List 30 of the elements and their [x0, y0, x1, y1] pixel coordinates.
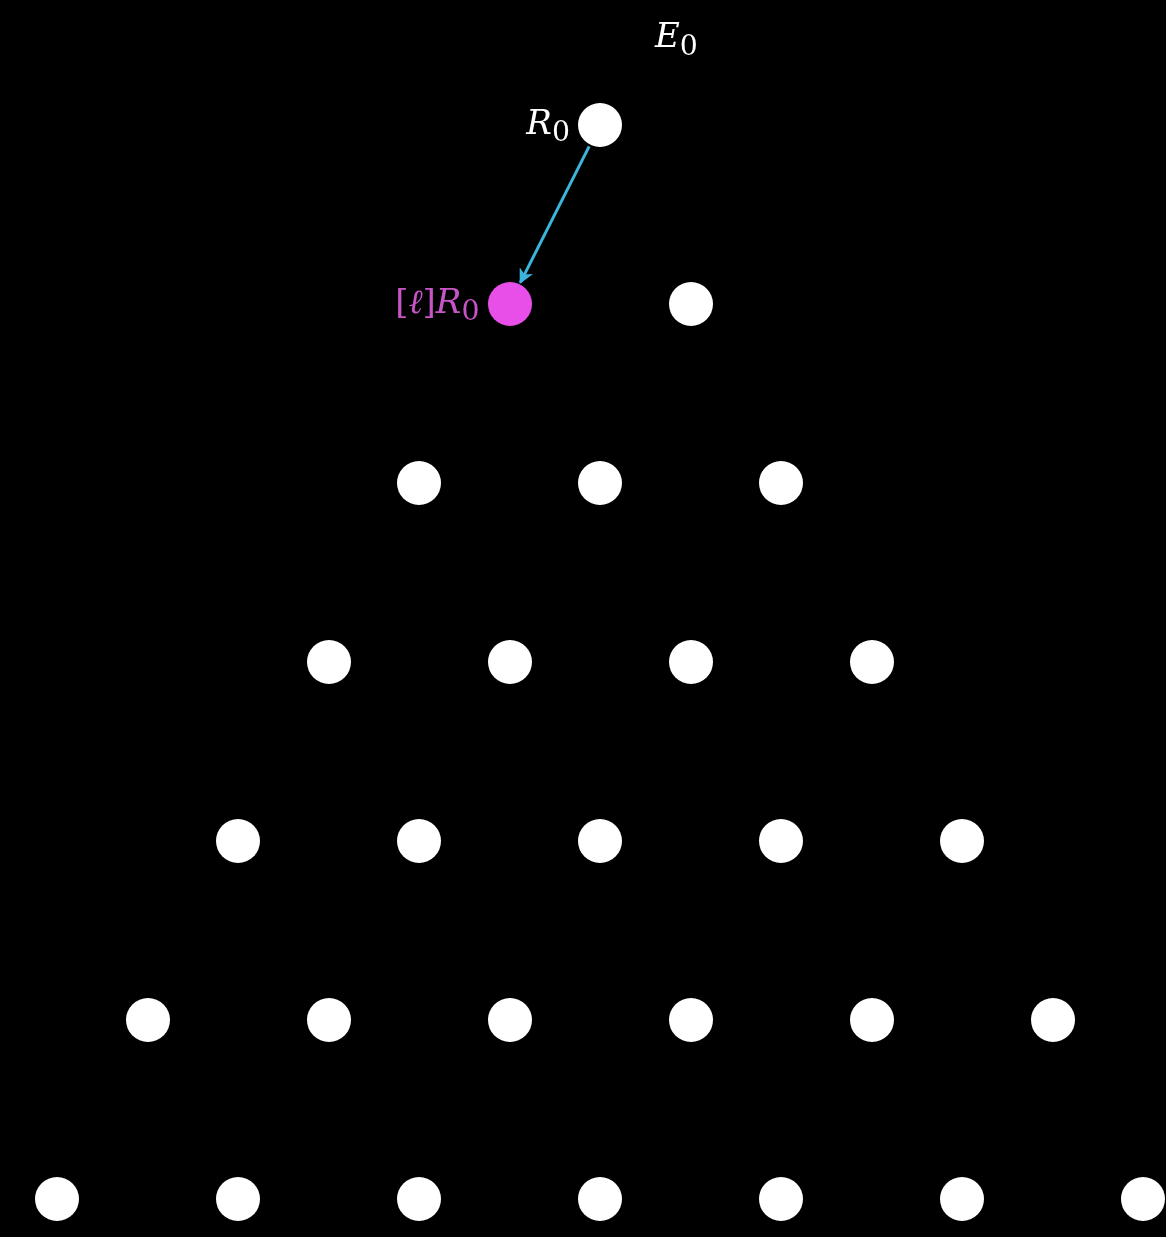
lattice-point: [759, 819, 803, 863]
lattice-point: [306, 998, 351, 1042]
lattice-point: [216, 819, 260, 863]
lattice-point: [216, 1177, 260, 1221]
lattice-point: [487, 998, 532, 1042]
lattice-point: [397, 461, 441, 505]
lattice-point: [397, 819, 441, 863]
point-label: [ℓ]R$_{0}$: [395, 280, 480, 328]
point-label: R$_{0}$: [526, 101, 570, 149]
lattice-point: [397, 1177, 441, 1221]
lattice-point: [759, 1177, 803, 1221]
lattice-point: [578, 461, 622, 505]
lattice-point: [487, 640, 532, 684]
lattice-point: [940, 1177, 984, 1221]
lattice-point: [668, 640, 713, 684]
lattice-point: [940, 819, 984, 863]
lattice-point: [849, 640, 894, 684]
lattice-point: [668, 998, 713, 1042]
lattice-point: [125, 998, 170, 1042]
lattice-point: [668, 282, 713, 326]
lattice-point: [849, 998, 894, 1042]
curve-label: E$_{0}$: [655, 15, 698, 62]
lattice-point: [759, 461, 803, 505]
lattice-point: [35, 1177, 79, 1221]
lattice-point: [306, 640, 351, 684]
lattice-point: [578, 1177, 622, 1221]
arrow: [519, 145, 591, 284]
lattice-point: [1030, 998, 1075, 1042]
lattice-point: [1121, 1177, 1165, 1221]
lattice-point: [578, 819, 622, 863]
